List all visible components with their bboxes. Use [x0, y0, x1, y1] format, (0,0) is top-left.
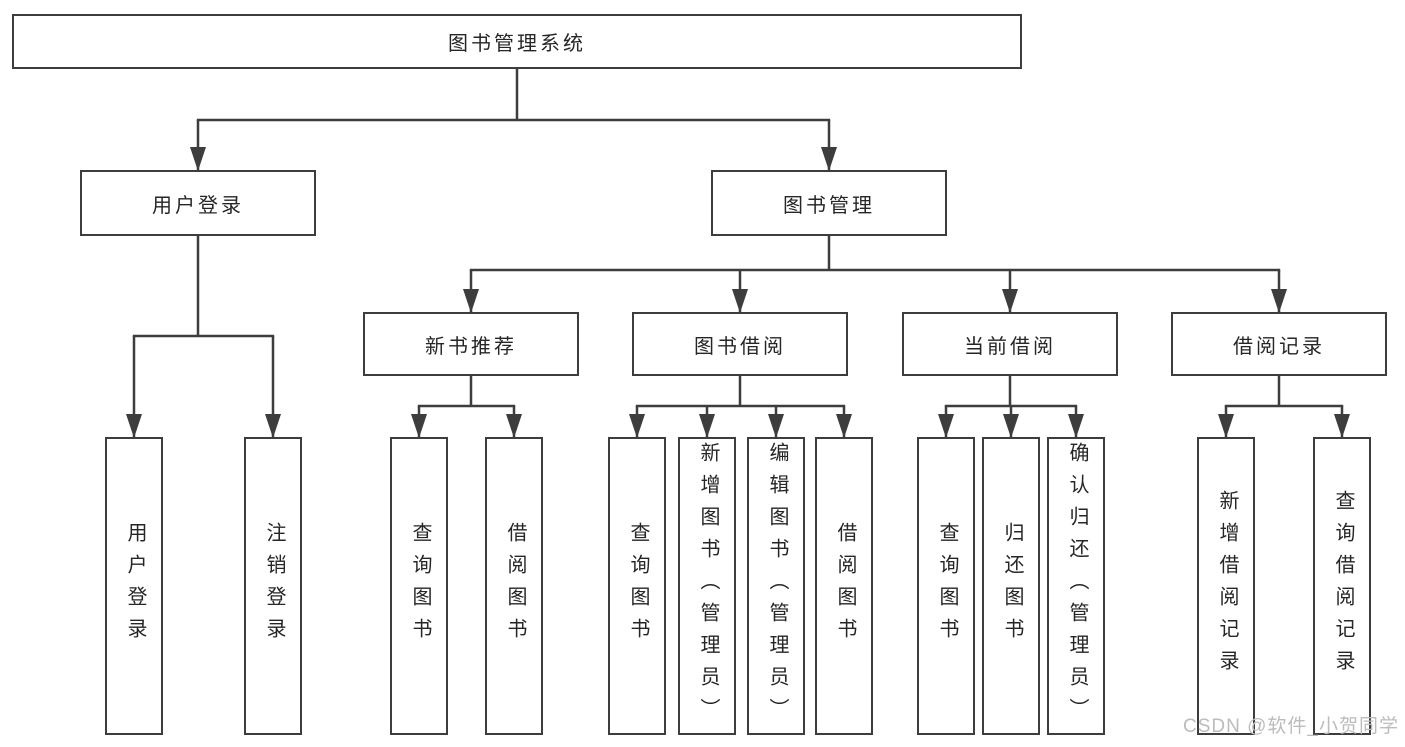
node-user-login-branch: 用户登录: [80, 170, 316, 236]
node-book-management-branch: 图书管理: [711, 170, 947, 236]
leaf-borrow-books-recommend: 借阅图书: [485, 437, 543, 735]
leaf-query-books-recommend: 查询图书: [390, 437, 448, 735]
leaf-user-login: 用户登录: [105, 437, 163, 735]
leaf-borrow-books-borrowing: 借阅图书: [815, 437, 873, 735]
leaf-query-borrow-record: 查询借阅记录: [1313, 437, 1371, 735]
node-new-book-recommend: 新书推荐: [363, 312, 579, 376]
leaf-add-books-admin: 新增图书（管理员）: [678, 437, 736, 735]
leaf-logout: 注销登录: [244, 437, 302, 735]
node-library-management-system: 图书管理系统: [12, 14, 1022, 69]
leaf-edit-books-admin: 编辑图书（管理员）: [747, 437, 805, 735]
node-current-borrowing: 当前借阅: [902, 312, 1118, 376]
csdn-watermark: CSDN @软件_小贺同学: [1183, 716, 1399, 737]
leaf-query-books-borrowing: 查询图书: [608, 437, 666, 735]
leaf-add-borrow-record: 新增借阅记录: [1197, 437, 1255, 735]
leaf-return-books: 归还图书: [982, 437, 1040, 735]
node-book-borrowing: 图书借阅: [632, 312, 848, 376]
leaf-query-books-current: 查询图书: [917, 437, 975, 735]
leaf-confirm-return-admin: 确认归还（管理员）: [1047, 437, 1105, 735]
node-borrow-records: 借阅记录: [1171, 312, 1387, 376]
